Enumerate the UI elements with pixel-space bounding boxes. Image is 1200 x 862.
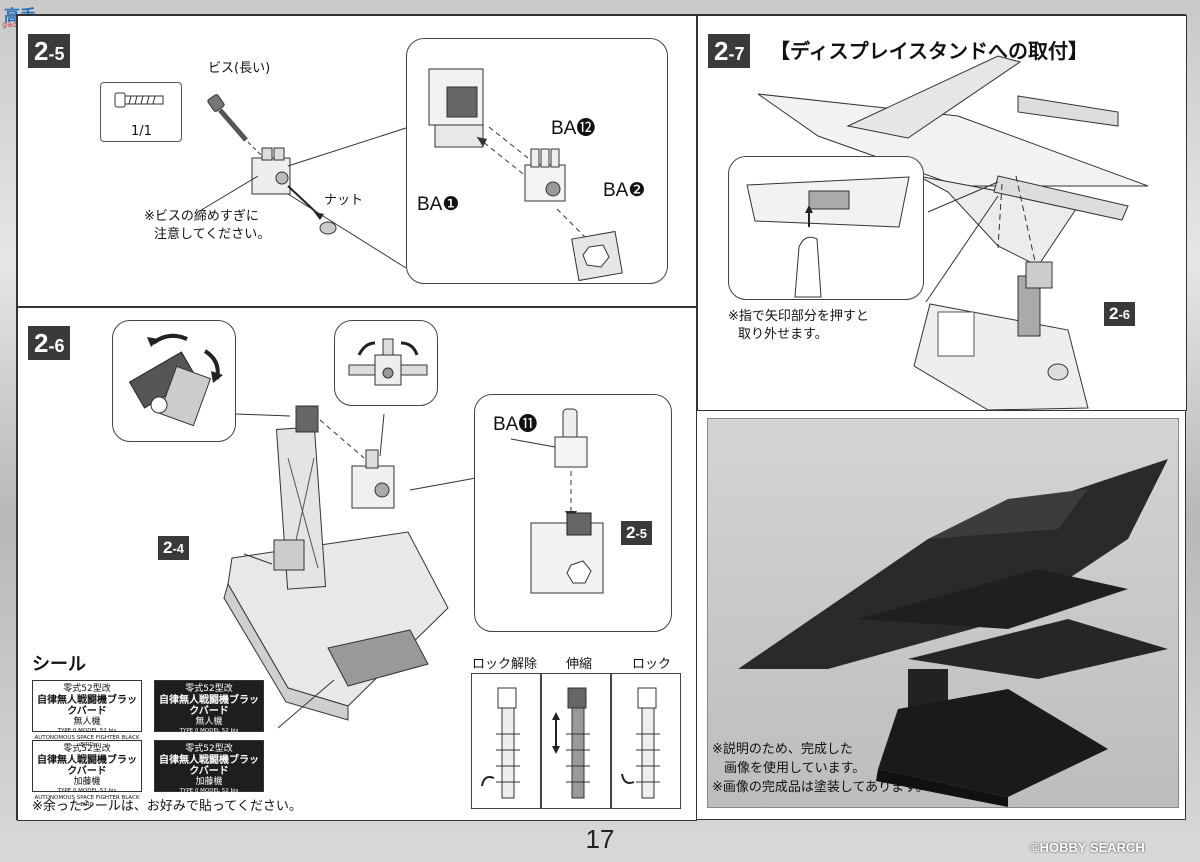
tighten-note-line2: 注意してください。 [154, 227, 271, 242]
step-2-6-detail-callout: BA⓫ 2-5 [474, 394, 672, 632]
arm-rotation-drawing [128, 333, 223, 427]
lock-label-lock: ロック [632, 657, 672, 672]
screw-scale: 1/1 [131, 124, 152, 139]
ref-step-2-5-badge: 2-5 [621, 521, 653, 545]
instruction-sheet: 2-5 1/1 ビス(長い) ナット ※ビスの締めすぎに 注意してください。 [16, 14, 1187, 821]
part-label-ba12: BA⓬ [551, 118, 596, 139]
part-label-ba1: BA❶ [417, 194, 460, 215]
screw-icon [114, 92, 164, 108]
part-ba1 [428, 68, 484, 148]
ref-step-2-4-badge: 2-4 [158, 536, 190, 560]
step-2-6-panel: 2-6 [17, 307, 697, 821]
lock-label-unlock: ロック解除 [472, 657, 538, 672]
nut-label: ナット [324, 193, 364, 208]
stand-base [223, 531, 449, 721]
release-detail-callout [728, 156, 924, 300]
step-2-5-badge: 2-5 [28, 34, 71, 68]
display-stand [913, 261, 1089, 411]
release-note-line1: ※指で矢印部分を押すと [728, 309, 869, 324]
finished-spaceship-photo-drawing [738, 459, 1168, 807]
finished-model-photo: ※説明のため、完成した 画像を使用しています。 ※画像の完成品は塗装してあります… [707, 418, 1179, 808]
watermark-hobby-search: ©HOBBY SEARCH [1030, 840, 1145, 855]
photo-note-line3: ※画像の完成品は塗装してあります。 [712, 780, 929, 795]
part-ba12 [524, 148, 566, 202]
part-label-ba2: BA❷ [603, 180, 646, 201]
arm-rotation-callout [112, 320, 236, 442]
tighten-note-line1: ※ビスの締めすぎに [144, 209, 259, 224]
part-ba2 [571, 230, 623, 282]
step-2-6-stand-drawing [223, 405, 477, 729]
step-2-5-panel: 2-5 1/1 ビス(長い) ナット ※ビスの締めすぎに 注意してください。 [17, 15, 697, 307]
part-label-ba11: BA⓫ [493, 414, 538, 435]
release-note-line2: 取り外せます。 [738, 327, 828, 342]
ref-step-2-6-badge: 2-6 [1104, 302, 1136, 326]
lock-lock-diagram [611, 673, 681, 809]
step-2-5-assembly-drawing [197, 94, 407, 269]
spaceship [757, 55, 1149, 267]
screw-part [207, 94, 248, 142]
lock-unlock-diagram [471, 673, 541, 809]
screw-label: ビス(長い) [208, 61, 271, 76]
screw-actual-size-box: 1/1 [100, 82, 182, 142]
step-2-7-panel: 2-7 【ディスプレイスタンドへの取付】 [697, 15, 1187, 411]
seal-title: シール [32, 654, 86, 675]
joint-rotation-drawing [348, 338, 428, 386]
step-2-5-detail-callout: BA⓬ BA❶ BA❷ [406, 38, 668, 284]
detail-exploded-drawing [428, 68, 623, 282]
step-2-7-badge: 2-7 [708, 34, 751, 68]
joint-part [251, 147, 291, 195]
spaceship-mount-drawing [757, 55, 1149, 411]
joint-rotation-callout [334, 320, 438, 406]
photo-note-line1: ※説明のため、完成した [712, 742, 853, 757]
finger-release-drawing [746, 176, 910, 298]
step-2-6-badge: 2-6 [28, 326, 71, 360]
ba11-exploded-drawing [510, 408, 604, 594]
stand-arm [273, 405, 327, 590]
photo-note-line2: 画像を使用しています。 [724, 761, 866, 776]
lock-extend-diagram [541, 673, 611, 809]
seal-note: ※余ったシールは、お好みで貼ってください。 [32, 799, 302, 814]
lock-label-extend: 伸縮 [566, 657, 593, 672]
page-number: 17 [585, 824, 615, 854]
step-2-7-title: 【ディスプレイスタンドへの取付】 [770, 39, 1088, 63]
stand-joint [351, 449, 395, 509]
